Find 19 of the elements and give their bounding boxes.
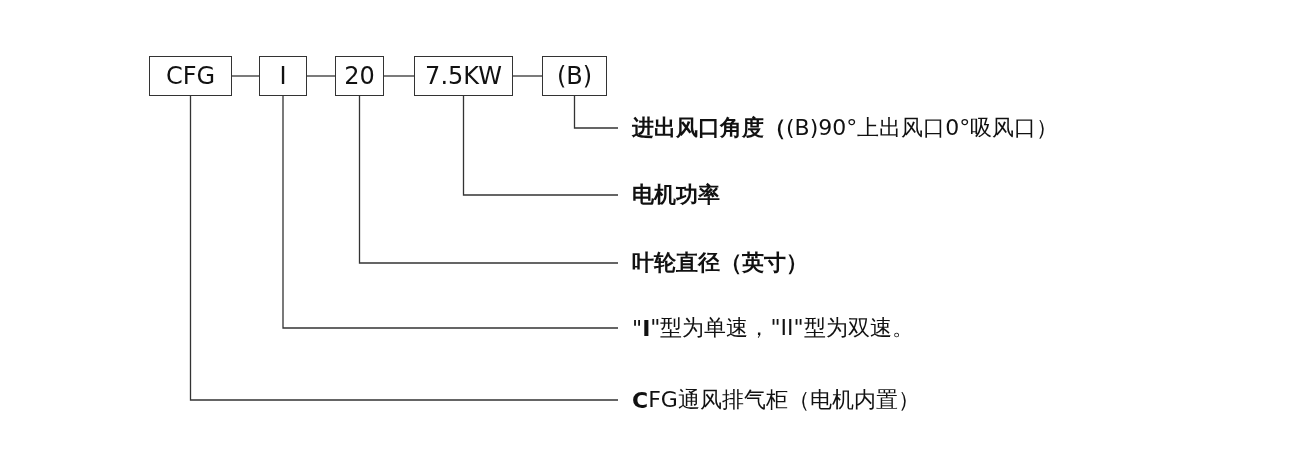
- description-text: 电机功率: [618, 179, 818, 211]
- code-box: I: [259, 56, 307, 96]
- separator-line: [231, 75, 260, 77]
- code-box: (B): [542, 56, 607, 96]
- description-text: CFG通风排气柜（电机内置）: [618, 384, 1018, 416]
- leader-line: [189, 95, 619, 401]
- separator-line: [306, 75, 336, 77]
- leader-line: [358, 95, 619, 264]
- separator-line: [383, 75, 415, 77]
- description-text: 叶轮直径（英寸）: [618, 247, 878, 279]
- leader-line: [282, 95, 619, 329]
- leader-line: [573, 95, 619, 129]
- separator-line: [512, 75, 543, 77]
- description-text: "I"型为单速，"II"型为双速。: [618, 312, 1018, 344]
- description-text: 进出风口角度（(B)90°上出风口0°吸风口）: [618, 112, 1158, 144]
- code-box: 20: [335, 56, 384, 96]
- code-box: 7.5KW: [414, 56, 513, 96]
- leader-line: [462, 95, 619, 196]
- code-box: CFG: [149, 56, 232, 96]
